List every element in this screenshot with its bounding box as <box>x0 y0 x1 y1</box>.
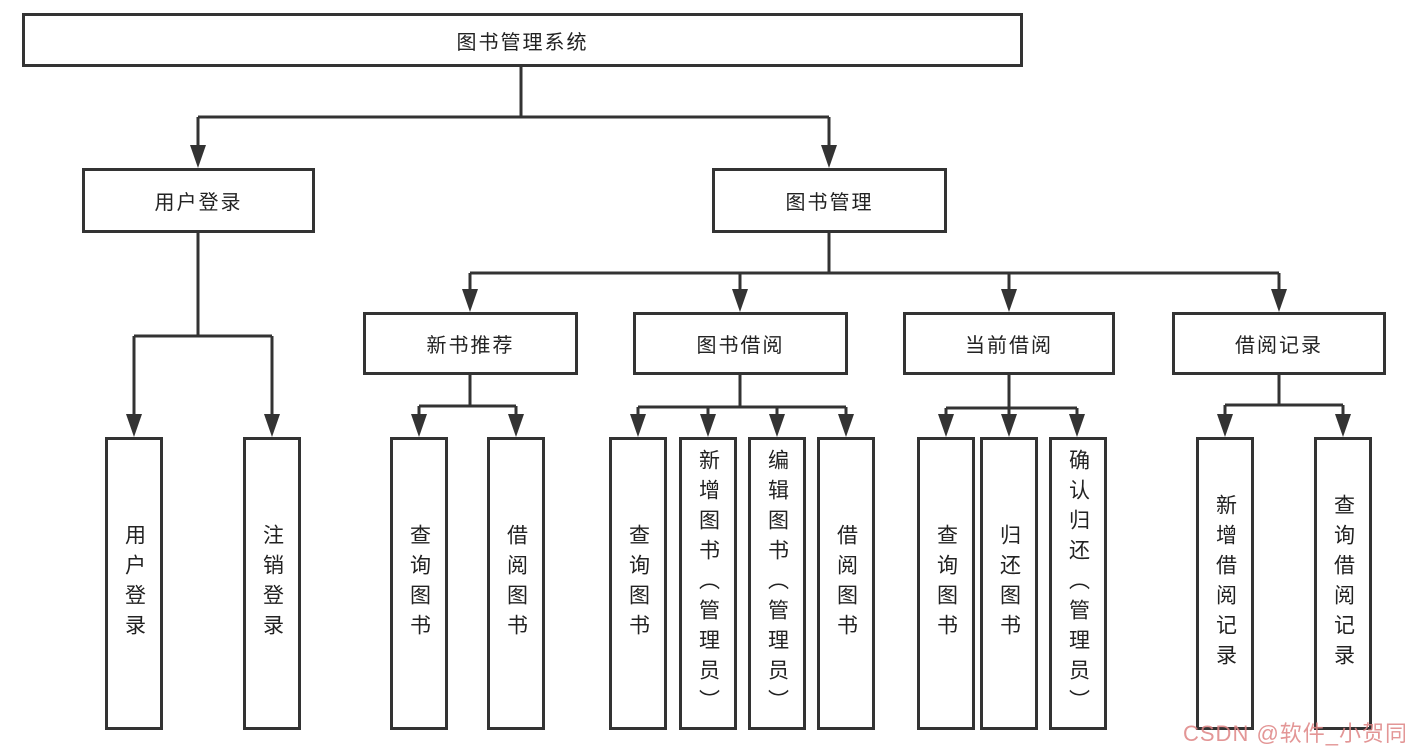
records-leaf-query-borrow-record: 查询借阅记录 <box>1314 437 1372 730</box>
borrow-leaf-add-book-admin: 新增图书（管理员） <box>679 437 737 730</box>
arrowhead <box>1335 414 1351 437</box>
current-borrow-box: 当前借阅 <box>903 312 1115 375</box>
borrow-record-box: 借阅记录 <box>1172 312 1386 375</box>
arrowhead <box>264 414 280 437</box>
arrowhead <box>1271 289 1287 312</box>
arrowhead <box>411 414 427 437</box>
borrow-leaf-edit-book-admin: 编辑图书（管理员） <box>748 437 806 730</box>
arrowhead <box>190 145 206 168</box>
arrowhead <box>821 145 837 168</box>
borrow-leaf-borrow-book: 借阅图书 <box>817 437 875 730</box>
connector-newbook-to-leaves <box>411 375 524 437</box>
newbook-leaf-query-book: 查询图书 <box>390 437 448 730</box>
arrowhead <box>938 414 954 437</box>
connector-root-to-level2 <box>190 67 837 168</box>
connector-line <box>944 375 1079 415</box>
current-leaf-return-book: 归还图书 <box>980 437 1038 730</box>
user-login-box: 用户登录 <box>82 168 315 233</box>
system-root-box: 图书管理系统 <box>22 13 1023 67</box>
arrowhead <box>1001 414 1017 437</box>
arrowhead <box>508 414 524 437</box>
connector-line <box>417 375 518 415</box>
arrowhead <box>1217 414 1233 437</box>
arrowhead <box>630 414 646 437</box>
arrowhead <box>1001 289 1017 312</box>
arrowhead <box>838 414 854 437</box>
arrowhead <box>462 289 478 312</box>
csdn-watermark: CSDN @软件_小贺同学 <box>1183 721 1405 746</box>
connector-line <box>1223 375 1345 415</box>
connector-borrow-to-leaves <box>630 375 854 437</box>
book-borrow-box: 图书借阅 <box>633 312 848 375</box>
new-book-recommend-box: 新书推荐 <box>363 312 578 375</box>
records-leaf-add-borrow-record: 新增借阅记录 <box>1196 437 1254 730</box>
book-management-box: 图书管理 <box>712 168 947 233</box>
arrowhead <box>732 289 748 312</box>
connector-line <box>196 67 831 146</box>
connector-line <box>132 233 274 415</box>
current-leaf-confirm-return-admin: 确认归还（管理员） <box>1049 437 1107 730</box>
borrow-leaf-query-book: 查询图书 <box>609 437 667 730</box>
login-leaf-user-login: 用户登录 <box>105 437 163 730</box>
arrowhead <box>126 414 142 437</box>
connector-management-to-level3 <box>462 233 1287 312</box>
connector-current-to-leaves <box>938 375 1085 437</box>
connector-login-to-leaves <box>126 233 280 437</box>
current-leaf-query-book: 查询图书 <box>917 437 975 730</box>
newbook-leaf-borrow-book: 借阅图书 <box>487 437 545 730</box>
arrowhead <box>769 414 785 437</box>
arrowhead <box>1069 414 1085 437</box>
login-leaf-logout: 注销登录 <box>243 437 301 730</box>
arrowhead <box>700 414 716 437</box>
connector-records-to-leaves <box>1217 375 1351 437</box>
connector-line <box>636 375 848 415</box>
connector-line <box>468 233 1281 290</box>
